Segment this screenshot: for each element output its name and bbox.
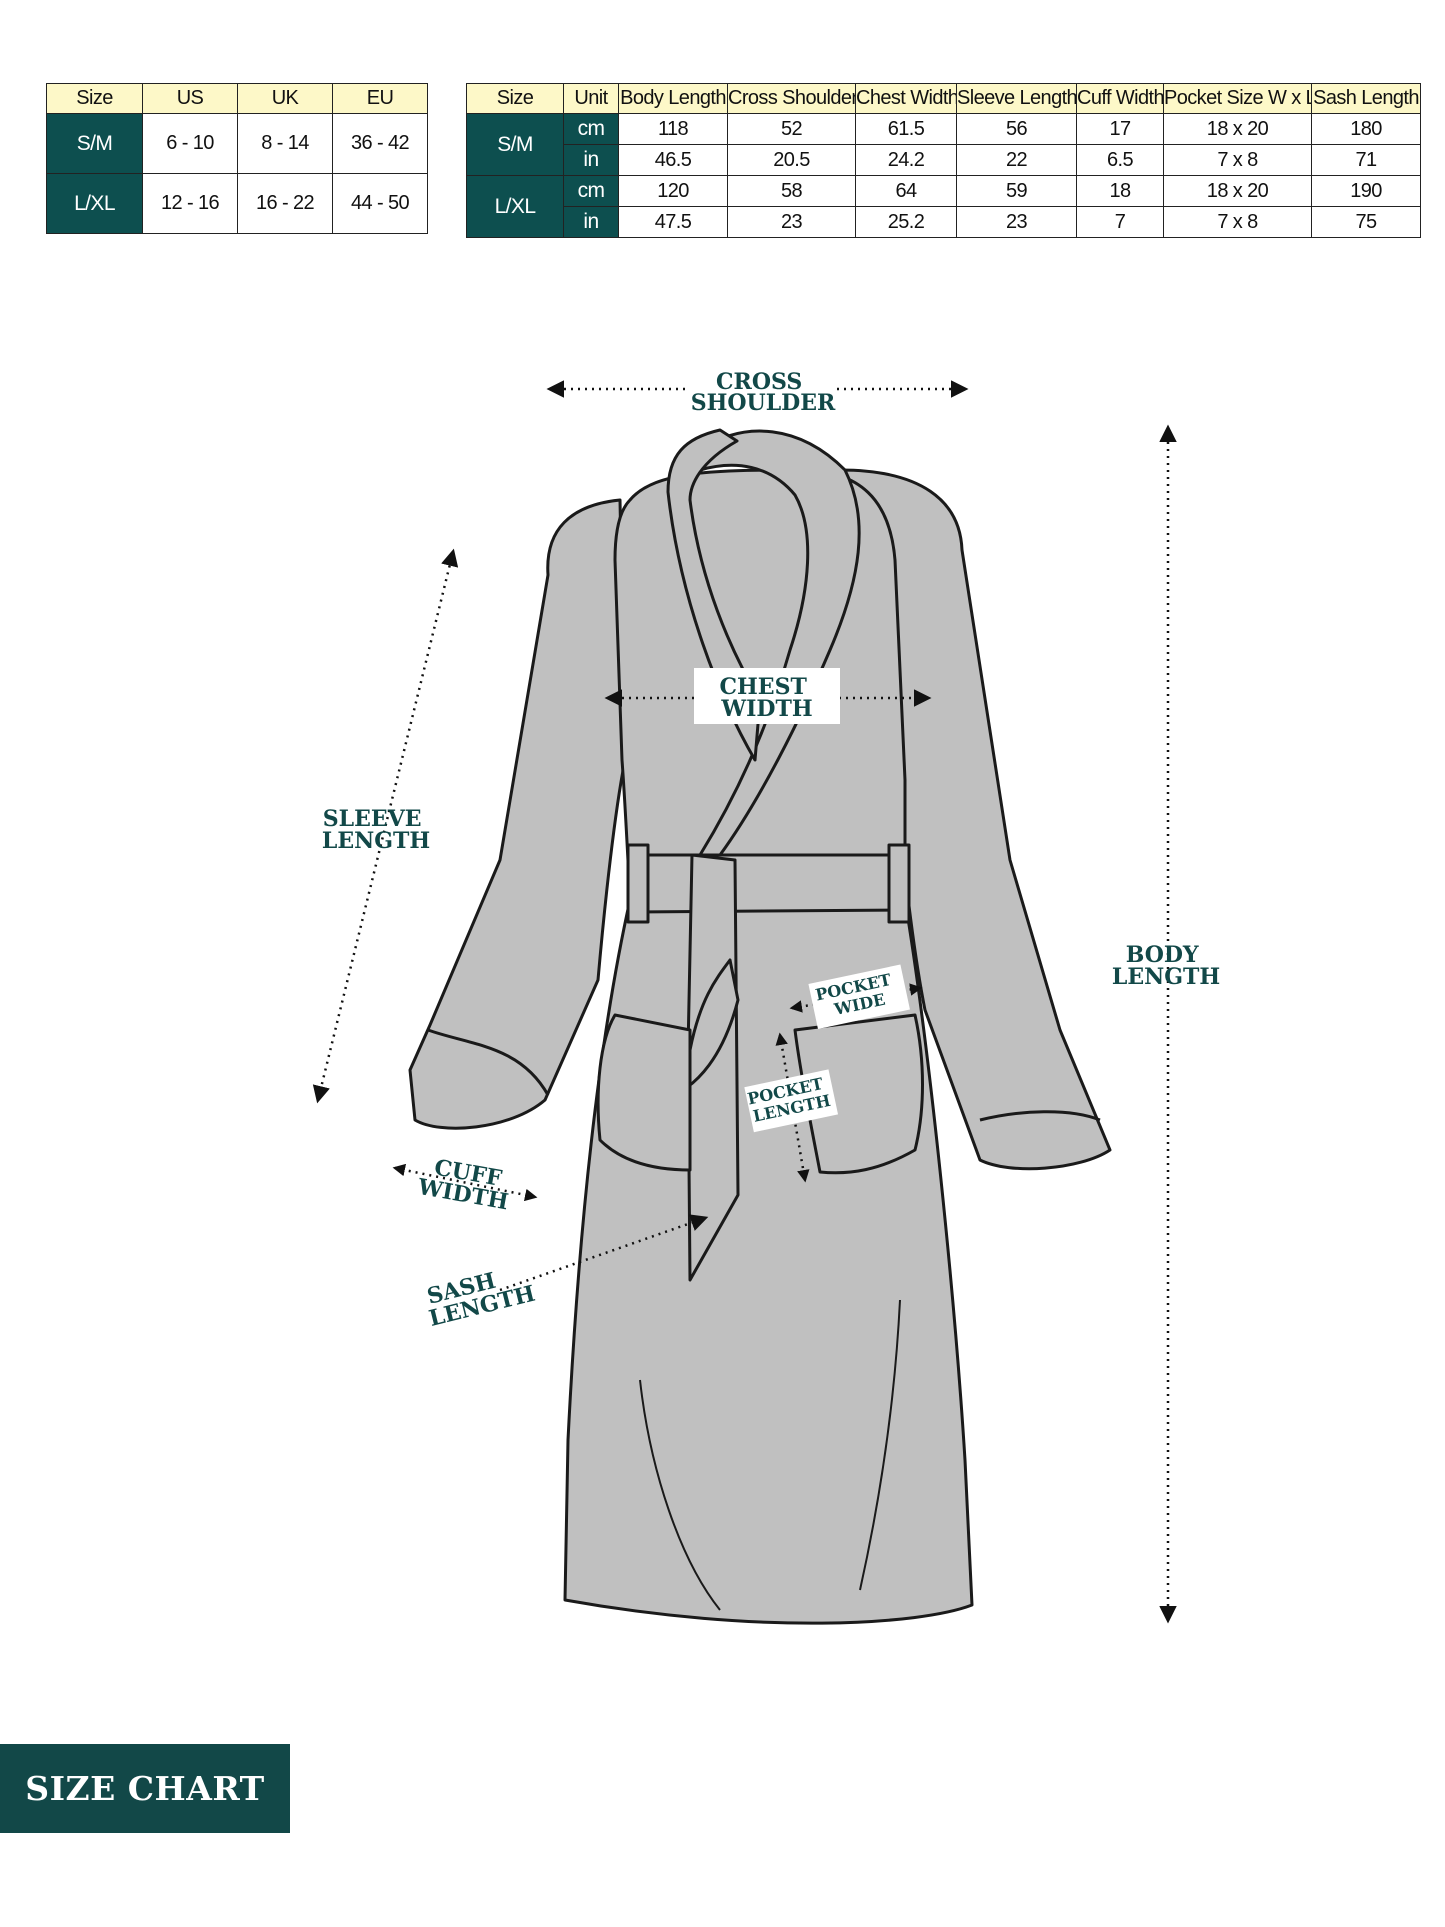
value-cell: 75 bbox=[1311, 206, 1421, 238]
label-line: LENGTH bbox=[322, 828, 430, 854]
pocket-length-label-bg bbox=[744, 1069, 839, 1133]
value-cell: 7 x 8 bbox=[1163, 206, 1312, 238]
uk-cell: 8 - 14 bbox=[237, 113, 333, 174]
col-header: Size bbox=[46, 83, 143, 114]
eu-cell: 36 - 42 bbox=[332, 113, 428, 174]
value-cell: 47.5 bbox=[618, 206, 728, 238]
robe-illustration bbox=[408, 428, 1112, 1625]
measurement-table: Size Unit Body Length Cross Shoulder Che… bbox=[466, 83, 1421, 238]
belt-loop-right bbox=[887, 843, 911, 924]
conversion-header-row: Size US UK EU bbox=[46, 83, 428, 114]
table-row: L/XL 12 - 16 16 - 22 44 - 50 bbox=[46, 173, 428, 234]
size-cell: L/XL bbox=[466, 175, 564, 238]
value-cell: 7 bbox=[1076, 206, 1164, 238]
size-cell: S/M bbox=[46, 113, 143, 174]
sash-length-arrow bbox=[499, 1214, 709, 1292]
col-header: Chest Width bbox=[855, 83, 957, 114]
value-cell: 24.2 bbox=[855, 144, 957, 176]
right-cuff bbox=[979, 1110, 1101, 1122]
chest-width-label-bg bbox=[694, 668, 840, 724]
uk-cell: 16 - 22 bbox=[237, 173, 333, 234]
sleeve-length-arrow bbox=[312, 548, 459, 1104]
left-sleeve bbox=[408, 498, 627, 1130]
size-chart-title: SIZE CHART bbox=[0, 1744, 290, 1833]
col-header: Size bbox=[466, 83, 564, 114]
sleeve-length-label: SLEEVE LENGTH bbox=[322, 806, 430, 854]
col-header: Body Length bbox=[618, 83, 728, 114]
col-header: EU bbox=[332, 83, 428, 114]
cross-shoulder-label-bg bbox=[690, 366, 836, 416]
us-cell: 12 - 16 bbox=[142, 173, 238, 234]
label-line: SLEEVE bbox=[323, 806, 422, 832]
measurement-header-row: Size Unit Body Length Cross Shoulder Che… bbox=[466, 83, 1421, 114]
table-row: in 47.5 23 25.2 23 7 7 x 8 75 bbox=[467, 206, 1421, 238]
chest-width-label: CHEST WIDTH bbox=[720, 674, 815, 722]
value-cell: 22 bbox=[956, 144, 1077, 176]
us-cell: 6 - 10 bbox=[142, 113, 238, 174]
cuff-width-label: CUFF WIDTH bbox=[415, 1152, 514, 1215]
cuff-width-arrow bbox=[392, 1163, 538, 1202]
value-cell: 6.5 bbox=[1076, 144, 1164, 176]
hem-fold bbox=[859, 1299, 901, 1591]
value-cell: 23 bbox=[727, 206, 856, 238]
value-cell: 61.5 bbox=[855, 113, 957, 145]
label-line: CHEST bbox=[720, 674, 808, 700]
size-cell: L/XL bbox=[46, 173, 143, 234]
value-cell: 56 bbox=[956, 113, 1077, 145]
sash-tie bbox=[686, 853, 740, 1282]
value-cell: 25.2 bbox=[855, 206, 957, 238]
belt-loop-left bbox=[626, 843, 650, 924]
pocket-wide-label-bg bbox=[808, 964, 910, 1030]
left-pocket bbox=[596, 1013, 692, 1172]
sash-length-label: SASH LENGTH bbox=[421, 1259, 538, 1332]
size-conversion-table: Size US UK EU S/M 6 - 10 8 - 14 36 - 42 … bbox=[46, 83, 428, 234]
value-cell: 18 bbox=[1076, 175, 1164, 207]
robe-belt bbox=[632, 853, 909, 914]
body-length-label: BODY LENGTH bbox=[1112, 942, 1220, 990]
hem-fold bbox=[639, 1379, 721, 1611]
col-header: Pocket Size W x L bbox=[1163, 83, 1312, 114]
table-row: S/M 6 - 10 8 - 14 36 - 42 bbox=[46, 113, 428, 174]
value-cell: 120 bbox=[618, 175, 728, 207]
value-cell: 58 bbox=[727, 175, 856, 207]
cross-shoulder-label: CROSS SHOULDER bbox=[691, 369, 836, 416]
col-header: Sash Length bbox=[1311, 83, 1421, 114]
table-row: in 46.5 20.5 24.2 22 6.5 7 x 8 71 bbox=[467, 144, 1421, 176]
unit-cell: in bbox=[563, 206, 619, 238]
table-row: S/M cm 118 52 61.5 56 17 18 x 20 180 bbox=[466, 113, 1421, 176]
unit-cell: cm bbox=[563, 113, 619, 145]
unit-cell: cm bbox=[563, 175, 619, 207]
label-line: WIDTH bbox=[720, 696, 812, 722]
eu-cell: 44 - 50 bbox=[332, 173, 428, 234]
value-cell: 190 bbox=[1311, 175, 1421, 207]
unit-cell: in bbox=[563, 144, 619, 176]
size-cell: S/M bbox=[466, 113, 564, 176]
label-line: SHOULDER bbox=[691, 390, 836, 416]
value-cell: 7 x 8 bbox=[1163, 144, 1312, 176]
label-line: CROSS bbox=[716, 369, 802, 395]
table-row: L/XL cm 120 58 64 59 18 18 x 20 190 bbox=[466, 175, 1421, 238]
label-line: LENGTH bbox=[1112, 964, 1220, 990]
label-line: BODY bbox=[1126, 942, 1199, 968]
col-header: Cross Shoulder bbox=[727, 83, 856, 114]
